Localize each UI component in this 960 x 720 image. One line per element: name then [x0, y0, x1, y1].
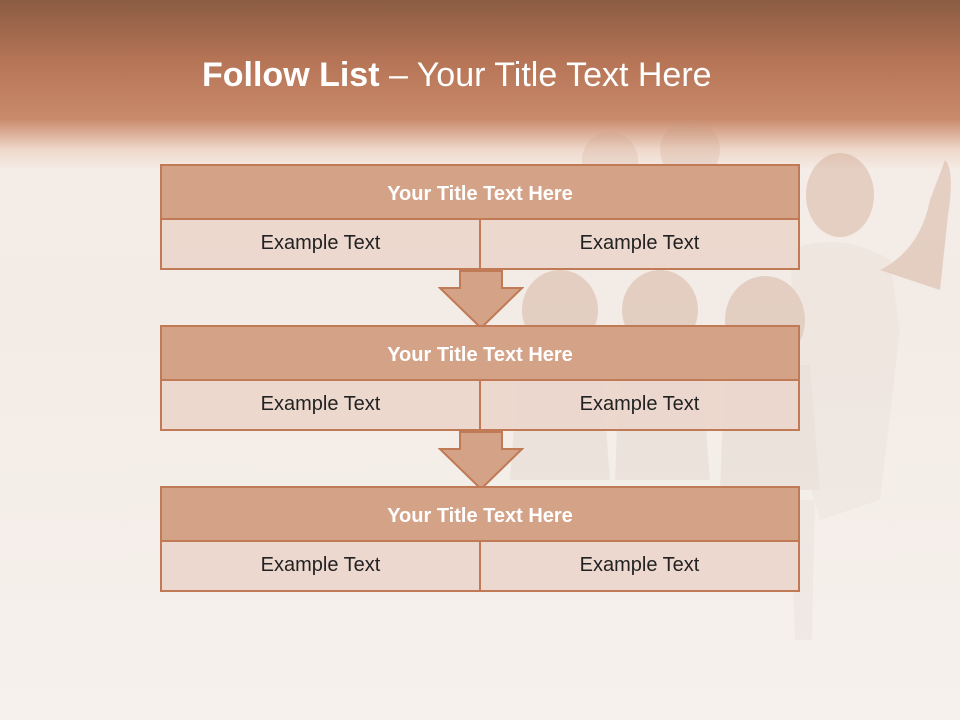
block-row: Example Text Example Text	[160, 542, 800, 592]
down-arrow-icon	[438, 270, 524, 330]
list-block-1: Your Title Text Here Example Text Exampl…	[160, 164, 800, 270]
header-band	[0, 0, 960, 170]
list-block-2: Your Title Text Here Example Text Exampl…	[160, 325, 800, 431]
block-cell-left: Example Text	[160, 381, 481, 431]
block-cell-left: Example Text	[160, 542, 481, 592]
block-title: Your Title Text Here	[160, 164, 800, 220]
slide-title-rest: Your Title Text Here	[416, 56, 712, 94]
list-block-3: Your Title Text Here Example Text Exampl…	[160, 486, 800, 592]
slide-title-bold: Follow List	[202, 56, 380, 94]
block-cell-right: Example Text	[481, 542, 800, 592]
block-row: Example Text Example Text	[160, 381, 800, 431]
down-arrow-icon	[438, 431, 524, 491]
block-row: Example Text Example Text	[160, 220, 800, 270]
block-cell-left: Example Text	[160, 220, 481, 270]
block-cell-right: Example Text	[481, 381, 800, 431]
block-title: Your Title Text Here	[160, 486, 800, 542]
block-cell-right: Example Text	[481, 220, 800, 270]
slide-title-separator: –	[379, 56, 417, 94]
block-title: Your Title Text Here	[160, 325, 800, 381]
